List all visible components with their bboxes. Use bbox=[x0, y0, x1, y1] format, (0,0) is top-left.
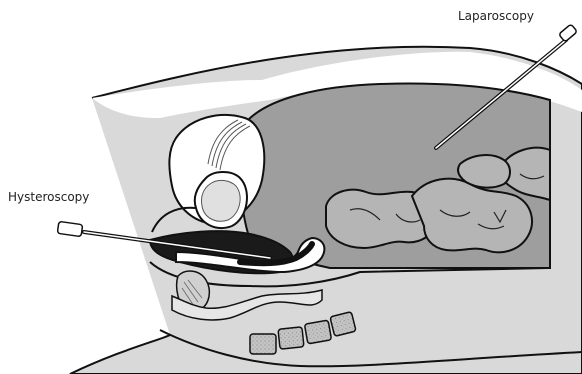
hysteroscope-handle bbox=[57, 221, 82, 236]
vertebra-1 bbox=[250, 334, 276, 354]
vertebra-4 bbox=[330, 312, 356, 337]
laparoscope-handle bbox=[559, 24, 578, 42]
vertebra-3 bbox=[304, 320, 331, 344]
uterus-inner-layer bbox=[201, 180, 240, 221]
vertebra-2 bbox=[278, 327, 304, 349]
